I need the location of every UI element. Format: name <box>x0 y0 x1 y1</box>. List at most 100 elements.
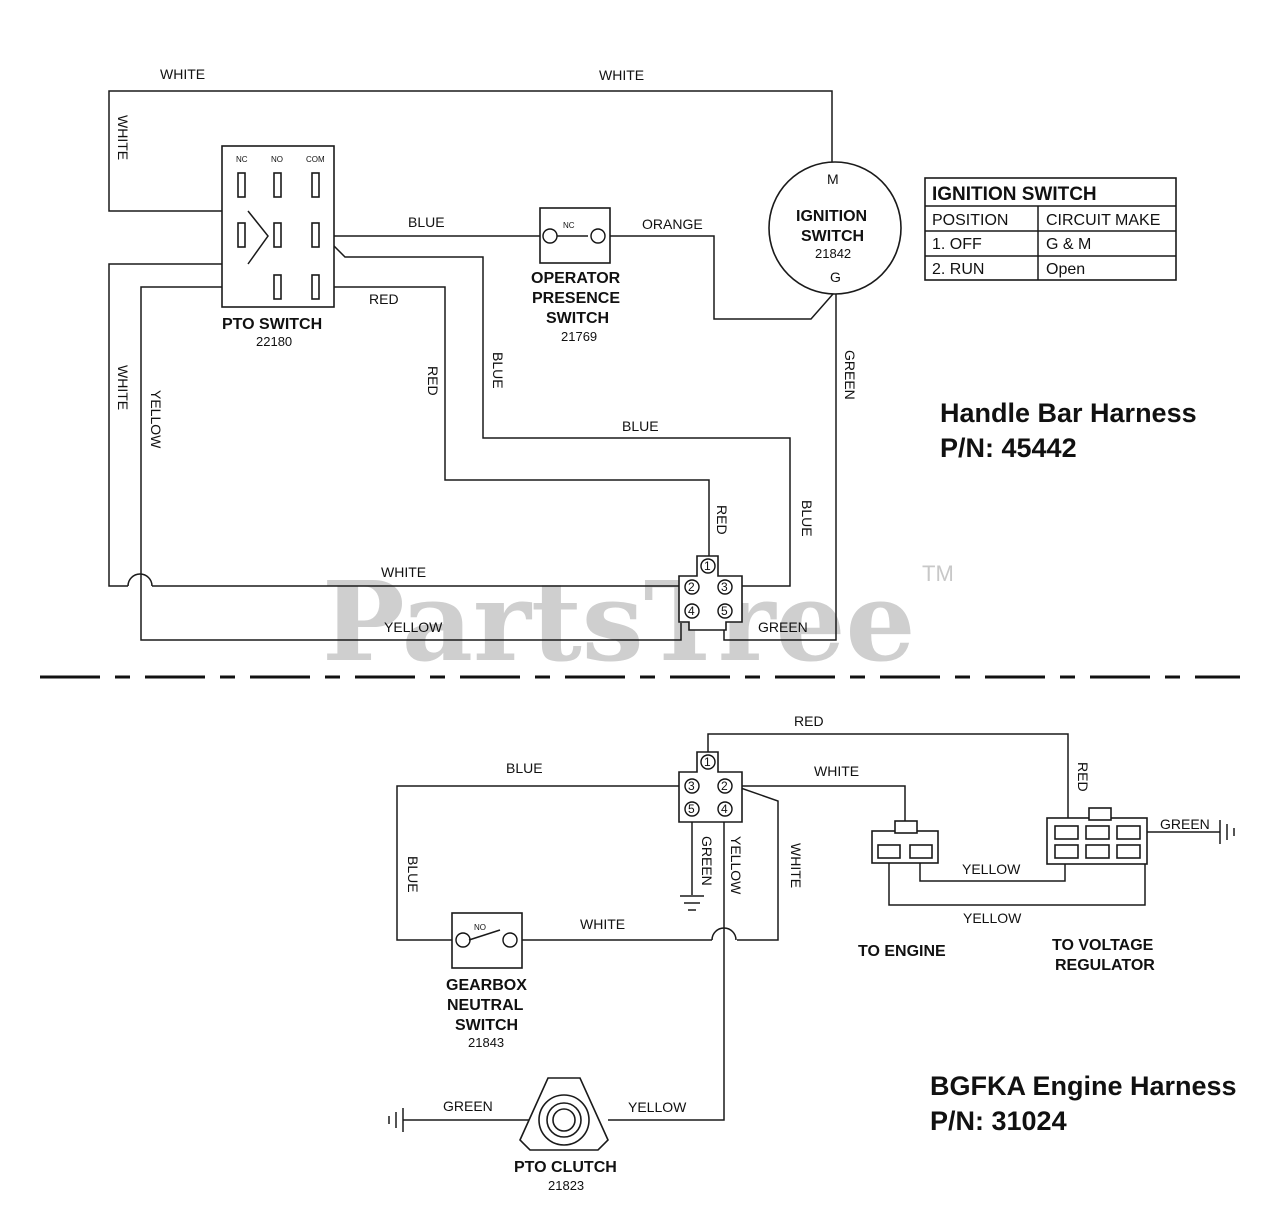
ignition-switch-table: IGNITION SWITCH POSITION CIRCUIT MAKE 1.… <box>924 177 1177 281</box>
table-cell: 2. RUN <box>932 261 984 278</box>
wire-white-left <box>108 263 222 587</box>
wire-red-engine <box>707 733 1069 823</box>
label-green-ground: GREEN <box>699 836 715 886</box>
gearbox-name-1: GEARBOX <box>446 977 527 994</box>
watermark-tm: TM <box>922 561 954 586</box>
hb-pin-3: 3 <box>721 580 728 594</box>
label-white-vertical: WHITE <box>788 843 804 888</box>
watermark-text: PartsTree <box>322 557 916 686</box>
pto-nc-label: NC <box>236 155 248 164</box>
wire-blue <box>317 229 791 587</box>
label-yellow-vertical: YELLOW <box>728 836 744 895</box>
label-orange: ORANGE <box>642 216 703 232</box>
ops-name-2: PRESENCE <box>532 290 620 307</box>
label-blue-top: BLUE <box>506 760 543 776</box>
label-green-bottom: GREEN <box>758 619 808 635</box>
label-green-vertical: GREEN <box>842 350 858 400</box>
label-blue-vertical: BLUE <box>405 856 421 893</box>
label-yellow-engine-1: YELLOW <box>962 861 1021 877</box>
label-red-vertical: RED <box>1075 762 1091 792</box>
table-cell: 1. OFF <box>932 236 982 253</box>
wire-yellow-clutch <box>608 822 725 1121</box>
gearbox-no-mark: NO <box>474 923 486 932</box>
to-vr-label-1: TO VOLTAGE <box>1052 937 1154 954</box>
to-vr-label-2: REGULATOR <box>1055 957 1155 974</box>
label-red-connector: RED <box>714 505 730 535</box>
engine-title: BGFKA Engine Harness <box>930 1071 1237 1101</box>
pto-no-label: NO <box>271 155 283 164</box>
ground-symbol-1 <box>680 895 704 911</box>
hb-pin-4: 4 <box>688 604 695 618</box>
label-yellow-vertical: YELLOW <box>148 390 164 449</box>
wire-white-top <box>108 90 833 212</box>
pto-switch-number: 22180 <box>256 334 292 349</box>
label-yellow-bottom: YELLOW <box>384 619 443 635</box>
ops-number: 21769 <box>561 329 597 344</box>
to-engine-label: TO ENGINE <box>858 943 946 960</box>
label-red-short: RED <box>369 291 399 307</box>
engine-harness: 1 3 2 5 4 NO GEARBOX NEUTRAL SWITCH 2184… <box>388 713 1237 1193</box>
eng-pin-4: 4 <box>721 802 728 816</box>
hb-pin-1: 1 <box>704 559 711 573</box>
label-blue-ops: BLUE <box>408 214 445 230</box>
wire-white-to-engine <box>735 785 906 821</box>
label-white-gearbox: WHITE <box>580 916 625 932</box>
handlebar-title: Handle Bar Harness <box>940 398 1197 428</box>
eng-pin-2: 2 <box>721 779 728 793</box>
ground-symbol-3 <box>1219 820 1235 844</box>
eng-pin-5: 5 <box>688 802 695 816</box>
label-white-top-right: WHITE <box>599 67 644 83</box>
ignition-name-2: SWITCH <box>801 228 864 245</box>
gearbox-number: 21843 <box>468 1035 504 1050</box>
handlebar-harness: NC NO COM PTO SWITCH 22180 NC OPERATOR P… <box>108 66 1197 641</box>
table-title: IGNITION SWITCH <box>932 184 1097 205</box>
handlebar-connector: 1 2 3 4 5 <box>678 555 743 631</box>
pto-com-label: COM <box>306 155 325 164</box>
ground-symbol-2 <box>388 1108 404 1132</box>
label-green-clutch: GREEN <box>443 1098 493 1114</box>
label-white-top-left: WHITE <box>160 66 205 82</box>
gearbox-name-3: SWITCH <box>455 1017 518 1034</box>
pto-clutch-number: 21823 <box>548 1178 584 1193</box>
wire-white-vertical <box>734 785 779 941</box>
pto-clutch-symbol <box>519 1077 609 1151</box>
table-header-position: POSITION <box>932 212 1008 229</box>
hb-pin-5: 5 <box>721 604 728 618</box>
to-voltage-regulator-connector <box>1046 807 1148 865</box>
label-white-left-vertical: WHITE <box>115 115 131 160</box>
ignition-name-1: IGNITION <box>796 208 867 225</box>
gearbox-name-2: NEUTRAL <box>447 997 524 1014</box>
wire-crossover <box>127 573 153 587</box>
label-blue-connector: BLUE <box>799 500 815 537</box>
label-red-top: RED <box>794 713 824 729</box>
ops-nc-mark: NC <box>563 221 575 230</box>
label-white-bottom: WHITE <box>381 564 426 580</box>
ignition-switch-circle <box>768 161 902 295</box>
table-header-circuit: CIRCUIT MAKE <box>1046 212 1160 229</box>
label-blue-vertical: BLUE <box>490 352 506 389</box>
ignition-number: 21842 <box>815 246 851 261</box>
table-cell: G & M <box>1046 236 1091 253</box>
wire-yellow-engine-1 <box>919 862 1066 882</box>
ignition-g: G <box>830 269 841 285</box>
pto-terminals <box>237 172 320 300</box>
label-yellow-engine-2: YELLOW <box>963 910 1022 926</box>
to-engine-connector <box>871 820 939 864</box>
pto-switch-name: PTO SWITCH <box>222 316 322 333</box>
pto-clutch-name: PTO CLUTCH <box>514 1159 617 1176</box>
hb-pin-2: 2 <box>688 580 695 594</box>
label-yellow-clutch: YELLOW <box>628 1099 687 1115</box>
wire-yellow-engine-2 <box>888 862 1146 906</box>
wire-yellow <box>140 286 682 641</box>
label-white-to-engine: WHITE <box>814 763 859 779</box>
engine-pn: P/N: 31024 <box>930 1106 1067 1136</box>
label-white-left-lower: WHITE <box>115 365 131 410</box>
wire-orange <box>604 235 834 320</box>
label-green-vr: GREEN <box>1160 816 1210 832</box>
ignition-m: M <box>827 171 839 187</box>
eng-pin-1: 1 <box>704 755 711 769</box>
label-red-vertical: RED <box>425 366 441 396</box>
eng-pin-3: 3 <box>688 779 695 793</box>
wire-red <box>322 286 710 558</box>
